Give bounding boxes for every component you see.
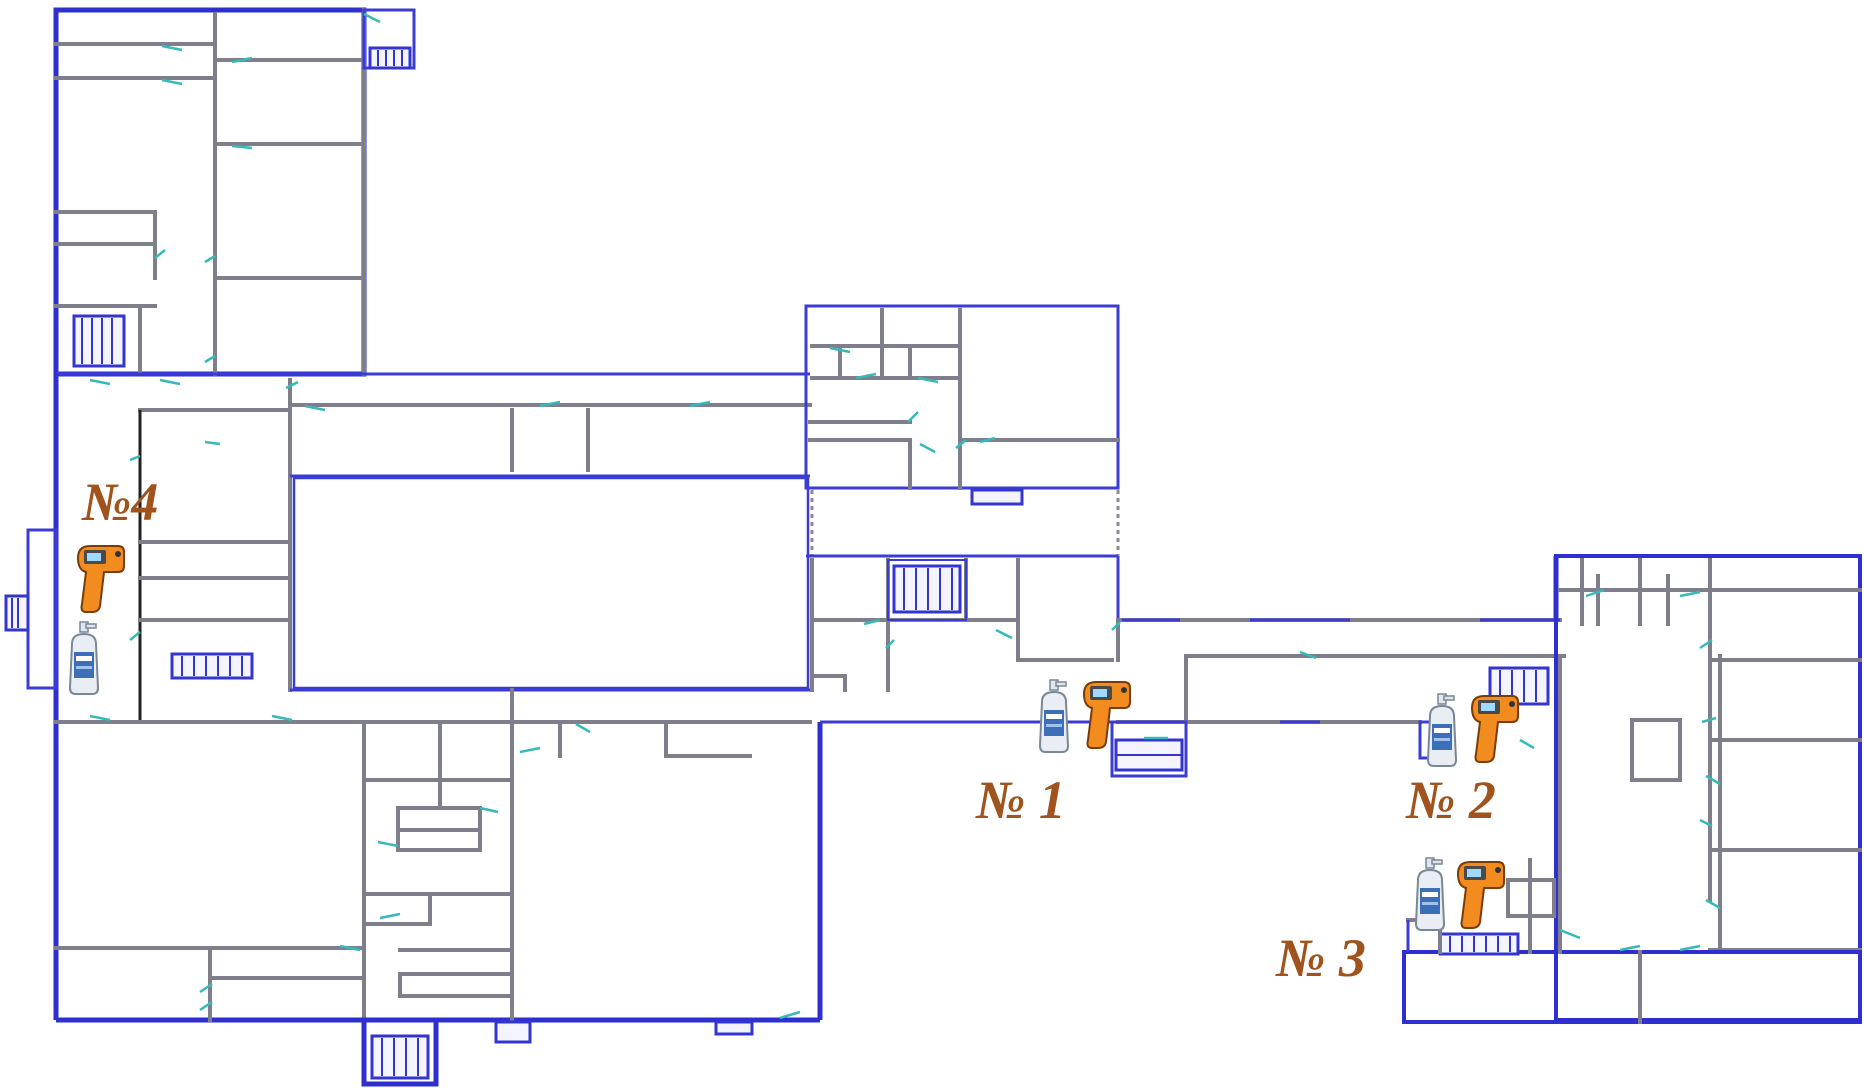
sanitizer-icon: [1415, 857, 1445, 931]
marker-2-label: № 2: [1405, 770, 1496, 830]
sanitizer-icon: [1039, 679, 1069, 753]
marker-1-label: № 1: [975, 770, 1066, 830]
north-central-block: [804, 304, 1120, 558]
east-wing: [1402, 554, 1862, 1024]
thermometer-icon: [1471, 695, 1519, 763]
east-corridor: [1110, 618, 1566, 778]
southwest-block: [54, 688, 823, 1087]
thermometer-icon: [1083, 681, 1131, 749]
marker-4: №4: [69, 472, 158, 695]
sanitizer-icon: [69, 621, 99, 695]
middle-block: [810, 556, 1121, 724]
marker-3: № 3: [1275, 857, 1505, 988]
sanitizer-icon: [1427, 693, 1457, 767]
thermometer-icon: [1457, 861, 1505, 929]
marker-1: № 1: [975, 679, 1131, 830]
west-wing: [53, 7, 416, 377]
marker-2: № 2: [1405, 693, 1519, 830]
central-block: [4, 372, 812, 1020]
marker-4-label: №4: [81, 472, 158, 532]
thermometer-icon: [77, 545, 125, 613]
marker-3-label: № 3: [1275, 928, 1366, 988]
